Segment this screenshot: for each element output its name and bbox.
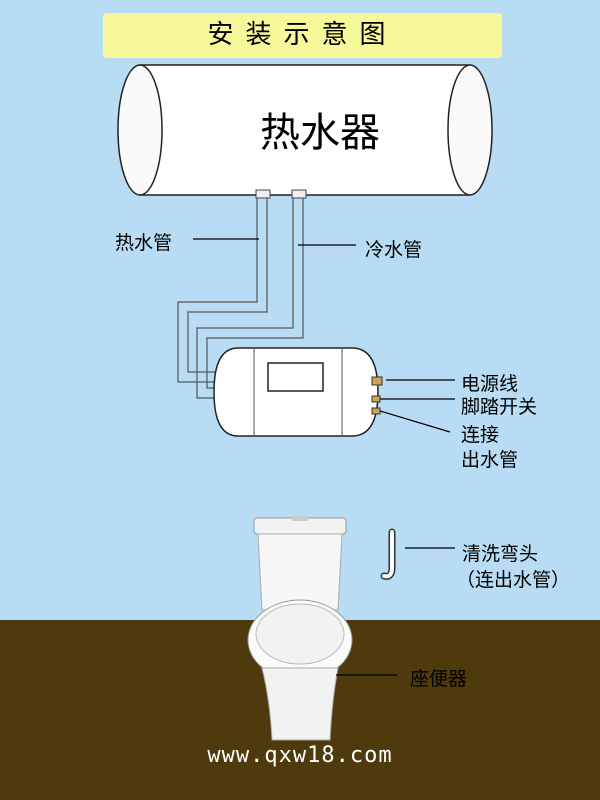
water-heater-label: 热水器 — [260, 110, 380, 156]
power-cord-label: 电源线 — [461, 373, 519, 395]
cleaning-elbow — [380, 528, 396, 580]
controller-box — [213, 347, 383, 437]
cold-pipe-label: 冷水管 — [365, 239, 423, 261]
cleaning-elbow-label-line1: 清洗弯头 — [462, 543, 539, 565]
foot-switch-label: 脚踏开关 — [461, 396, 538, 418]
cold-water-pipe — [196, 198, 304, 399]
toilet-label: 座便器 — [410, 668, 468, 690]
hot-pipe-label: 热水管 — [115, 232, 173, 254]
toilet — [247, 516, 353, 741]
connect-outlet-label-line1: 连接 — [461, 424, 500, 446]
water-heater — [117, 64, 493, 199]
connect-outlet-label-line2: 出水管 — [461, 449, 519, 471]
website-watermark: www.qxw18.com — [207, 743, 393, 768]
hot-water-pipe — [177, 198, 268, 383]
leader-lines — [193, 238, 455, 676]
diagram-title: 安装示意图 — [103, 13, 502, 58]
cleaning-elbow-label-line2: （连出水管） — [456, 569, 571, 591]
